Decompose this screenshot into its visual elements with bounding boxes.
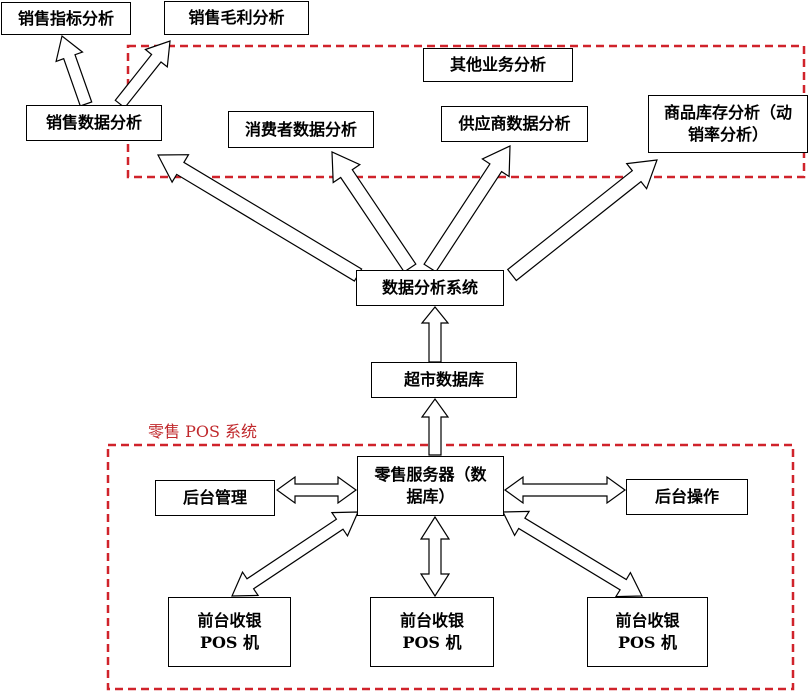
- other-business-analysis-box: 其他业务分析: [423, 48, 573, 82]
- backend-management-box: 后台管理: [155, 480, 275, 516]
- arrow-server-backend-management: [275, 475, 358, 505]
- arrow-to-inventory-analysis: [506, 159, 658, 282]
- data-analysis-system-box: 数据分析系统: [356, 270, 504, 306]
- arrow-to-sales-index-analysis: [55, 34, 93, 107]
- retail-server-box: 零售服务器（数 据库）: [357, 456, 504, 516]
- consumer-data-analysis-box: 消费者数据分析: [228, 111, 374, 148]
- arrow-to-sales-data-analysis: [157, 154, 363, 282]
- backend-operation-box: 后台操作: [626, 479, 748, 515]
- arrow-server-backend-operation: [503, 475, 627, 505]
- retail-pos-group-label: 零售 POS 系统: [148, 422, 258, 441]
- arrow-to-consumer-data-analysis: [331, 151, 417, 273]
- arrow-server-pos1: [231, 511, 359, 597]
- arrow-server-to-db: [420, 397, 450, 456]
- retail-pos-group-border: [106, 443, 795, 691]
- pos-terminal-3-box: 前台收银 POS 机: [587, 597, 708, 667]
- arrow-to-sales-margin-analysis: [114, 40, 171, 109]
- supermarket-database-box: 超市数据库: [371, 362, 517, 398]
- pos-terminal-2-box: 前台收银 POS 机: [370, 597, 494, 667]
- arrow-server-pos3: [502, 510, 643, 598]
- sales-margin-analysis-box: 销售毛利分析: [164, 1, 309, 35]
- sales-index-analysis-box: 销售指标分析: [1, 2, 131, 35]
- arrow-server-pos2: [419, 515, 451, 598]
- arrow-to-supplier-data-analysis: [423, 145, 511, 273]
- inventory-analysis-box: 商品库存分析（动 销率分析）: [648, 95, 808, 153]
- sales-data-analysis-box: 销售数据分析: [26, 105, 162, 141]
- pos-terminal-1-box: 前台收银 POS 机: [168, 597, 291, 667]
- arrow-db-to-analysis-system: [420, 306, 450, 363]
- supplier-data-analysis-box: 供应商数据分析: [441, 106, 588, 142]
